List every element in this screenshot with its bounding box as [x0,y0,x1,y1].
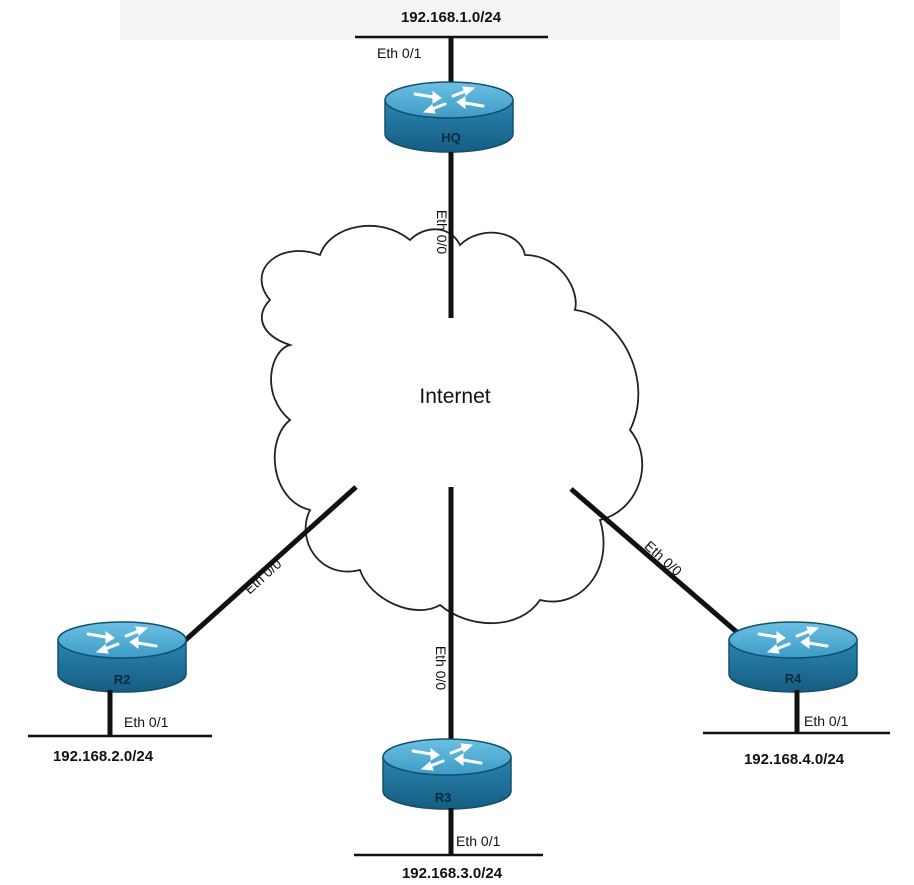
wan-link-r4 [569,487,748,642]
wan-interface-r2: Eth 0/0 [241,555,285,597]
wan-interface-r3: Eth 0/0 [433,646,449,691]
cloud-label: Internet [419,385,490,408]
lan-network-r4: 192.168.4.0/24 [744,751,845,768]
router-hq-group: 192.168.1.0/24 Eth 0/1 HQ Eth 0/0 [355,9,548,318]
lan-network-hq: 192.168.1.0/24 [401,9,502,26]
router-hq: HQ [383,80,515,154]
router-name-r2: R2 [114,672,131,687]
router-r3: R3 [381,737,513,811]
router-name-r4: R4 [785,671,802,686]
cloud-icon [260,224,644,625]
router-r4: R4 [727,620,859,694]
router-name-hq: HQ [441,130,461,145]
internet-cloud: Internet [260,224,644,625]
lan-network-r3: 192.168.3.0/24 [402,865,503,882]
lan-interface-hq: Eth 0/1 [377,45,422,61]
router-r3-group: Eth 0/0 R3 Eth 0/1 192.168.3.0/24 [354,487,543,882]
top-shadow [120,0,840,40]
lan-interface-r4: Eth 0/1 [804,713,849,729]
lan-interface-r3: Eth 0/1 [456,833,501,849]
router-name-r3: R3 [435,790,452,805]
wan-link-r2 [178,485,358,647]
router-r2-group: Eth 0/0 R2 Eth 0/1 192.168.2.0/24 [28,485,358,765]
router-r2: R2 [56,620,188,694]
lan-interface-r2: Eth 0/1 [124,714,169,730]
router-r4-group: Eth 0/0 R4 Eth 0/1 192.168.4.0/24 [569,487,890,768]
wan-interface-hq: Eth 0/0 [434,210,450,255]
lan-network-r2: 192.168.2.0/24 [53,748,154,765]
